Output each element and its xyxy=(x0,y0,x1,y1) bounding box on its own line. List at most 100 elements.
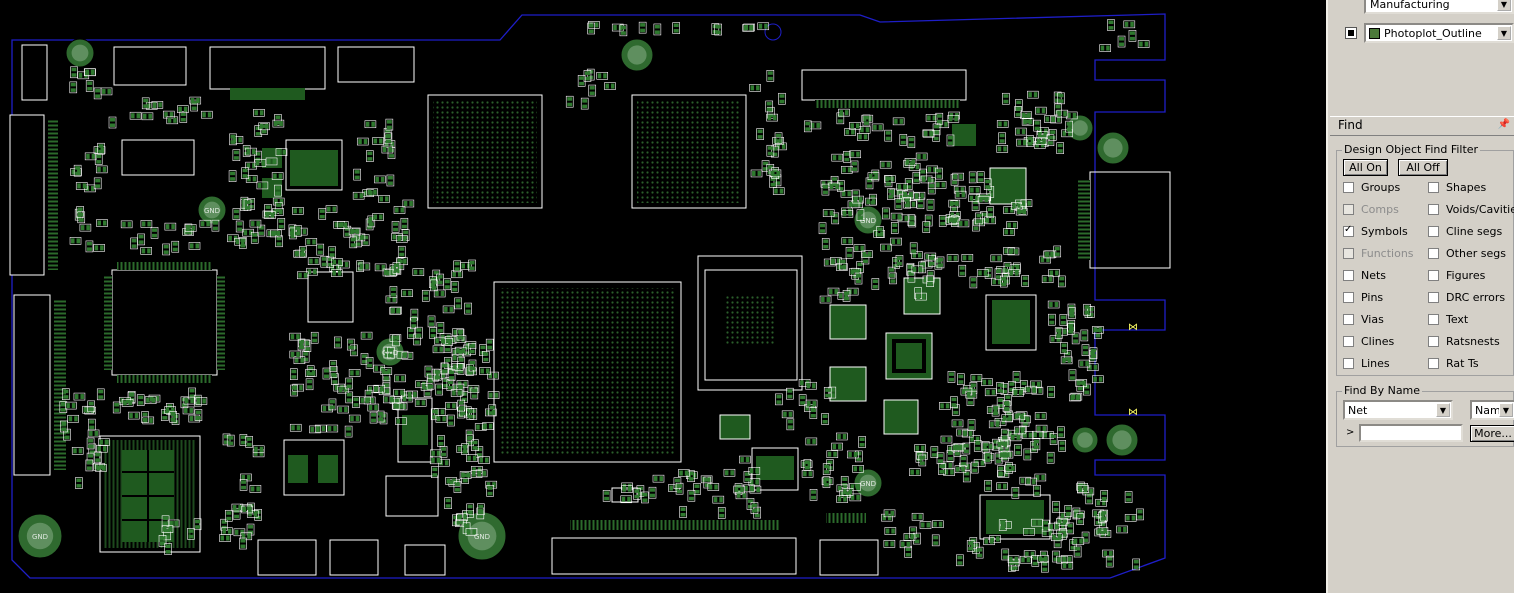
gnd-label: GND xyxy=(32,533,48,541)
smd-passive xyxy=(936,256,945,269)
find-filter-title: Design Object Find Filter xyxy=(1342,143,1481,156)
smd-passive xyxy=(164,543,172,555)
smd-passive xyxy=(226,434,235,447)
smd-passive xyxy=(305,238,318,246)
connector-top-row[interactable] xyxy=(113,46,967,176)
connector-bottom-row[interactable] xyxy=(257,513,879,576)
checkbox-box[interactable] xyxy=(1343,270,1354,281)
smd-passive xyxy=(434,336,446,345)
qfn-chip-right[interactable] xyxy=(885,332,933,380)
checkbox-box[interactable] xyxy=(1428,292,1439,303)
smd-passive xyxy=(414,399,427,407)
subclass-combo[interactable]: Photoplot_Outline ▼ xyxy=(1364,23,1514,43)
smd-passive xyxy=(290,368,298,381)
smd-passive xyxy=(487,371,499,380)
checkbox-box[interactable] xyxy=(1343,336,1354,347)
smd-passive xyxy=(1033,119,1041,132)
find-type-combo[interactable]: Net ▼ xyxy=(1343,400,1453,420)
smd-passive xyxy=(305,369,317,377)
bga-chip-emmc[interactable] xyxy=(697,255,803,391)
smd-passive xyxy=(909,242,918,255)
more-button[interactable]: More... xyxy=(1470,425,1514,442)
checkbox-label: Pins xyxy=(1361,291,1384,304)
layer-visibility-toggle[interactable] xyxy=(1345,27,1357,39)
ic-right-lower[interactable] xyxy=(979,494,1051,540)
checkbox-box[interactable] xyxy=(1428,336,1439,347)
smd-passive xyxy=(1047,386,1055,398)
smd-passive xyxy=(470,470,483,478)
smd-passive xyxy=(850,160,859,173)
checkbox-box[interactable] xyxy=(1343,292,1354,303)
checkbox-box[interactable] xyxy=(1428,358,1439,369)
smd-passive xyxy=(1049,433,1058,445)
checkbox-box[interactable] xyxy=(1428,182,1439,193)
checkbox-box[interactable] xyxy=(1428,270,1439,281)
checkbox-box[interactable] xyxy=(1343,358,1354,369)
splitter[interactable] xyxy=(1318,0,1326,593)
checkbox-box[interactable] xyxy=(1343,314,1354,325)
chevron-down-icon[interactable]: ▼ xyxy=(1499,403,1513,417)
smd-passive xyxy=(466,364,474,376)
bga-chip-cpu[interactable] xyxy=(493,281,682,463)
smd-passive xyxy=(389,286,398,298)
find-mode-combo[interactable]: Name ▼ xyxy=(1470,400,1514,420)
smd-passive xyxy=(1068,307,1076,319)
checkbox-box[interactable] xyxy=(1428,248,1439,259)
smd-passive xyxy=(385,118,394,131)
layer-color-swatch[interactable] xyxy=(1369,28,1380,39)
chevron-down-icon[interactable]: ▼ xyxy=(1497,26,1511,40)
all-on-button[interactable]: All On xyxy=(1343,159,1388,176)
smd-passive xyxy=(488,404,497,417)
smd-passive xyxy=(1068,369,1077,382)
chevron-down-icon[interactable]: ▼ xyxy=(1436,403,1450,417)
smd-passive xyxy=(435,415,448,423)
smd-passive xyxy=(986,406,999,414)
smd-passive xyxy=(986,206,995,219)
smd-passive xyxy=(915,152,928,161)
smd-passive xyxy=(588,84,597,97)
connector-left-vertical[interactable] xyxy=(9,44,66,476)
smd-passive xyxy=(468,342,476,355)
smd-passive xyxy=(361,234,370,247)
inductor-block[interactable] xyxy=(99,435,201,553)
smd-passive xyxy=(962,470,971,483)
smd-passive xyxy=(953,185,966,194)
smd-passive xyxy=(1078,359,1091,368)
smd-passive xyxy=(1056,518,1068,526)
smd-passive xyxy=(1021,275,1029,287)
qfp-chip-left[interactable] xyxy=(104,262,225,383)
checkbox-box[interactable] xyxy=(1343,182,1354,193)
smd-passive xyxy=(845,247,854,259)
smd-passive xyxy=(93,177,102,190)
smd-passive xyxy=(387,346,395,359)
smd-passive xyxy=(932,520,944,528)
find-name-input[interactable] xyxy=(1359,424,1463,442)
connector-right-usb[interactable] xyxy=(1078,171,1171,269)
chevron-down-icon[interactable]: ▼ xyxy=(1497,0,1511,11)
smd-passive xyxy=(464,302,472,315)
smd-passive xyxy=(1003,262,1012,274)
checkbox-box[interactable] xyxy=(1428,204,1439,215)
smd-passive xyxy=(994,268,1003,281)
class-combo[interactable]: Manufacturing ▼ xyxy=(1364,0,1514,14)
smd-passive xyxy=(778,92,786,105)
smd-passive xyxy=(1076,513,1084,525)
smd-passive xyxy=(896,182,908,191)
smd-passive xyxy=(1076,379,1085,392)
find-panel-header[interactable]: Find 📌 xyxy=(1330,116,1514,136)
bga-chip-ram-2[interactable] xyxy=(631,94,747,209)
checkbox-box[interactable] xyxy=(1428,226,1439,237)
checkbox-box[interactable] xyxy=(1428,314,1439,325)
bga-chip-ram-1[interactable] xyxy=(427,94,543,209)
checkbox-box[interactable] xyxy=(1343,224,1354,237)
smd-passive xyxy=(882,207,890,220)
smd-passive xyxy=(195,397,208,405)
pushpin-icon[interactable]: 📌 xyxy=(1497,119,1510,130)
smd-passive xyxy=(996,440,1009,449)
smd-passive xyxy=(828,182,841,191)
smd-passive xyxy=(239,479,248,491)
all-off-button[interactable]: All Off xyxy=(1398,159,1448,176)
